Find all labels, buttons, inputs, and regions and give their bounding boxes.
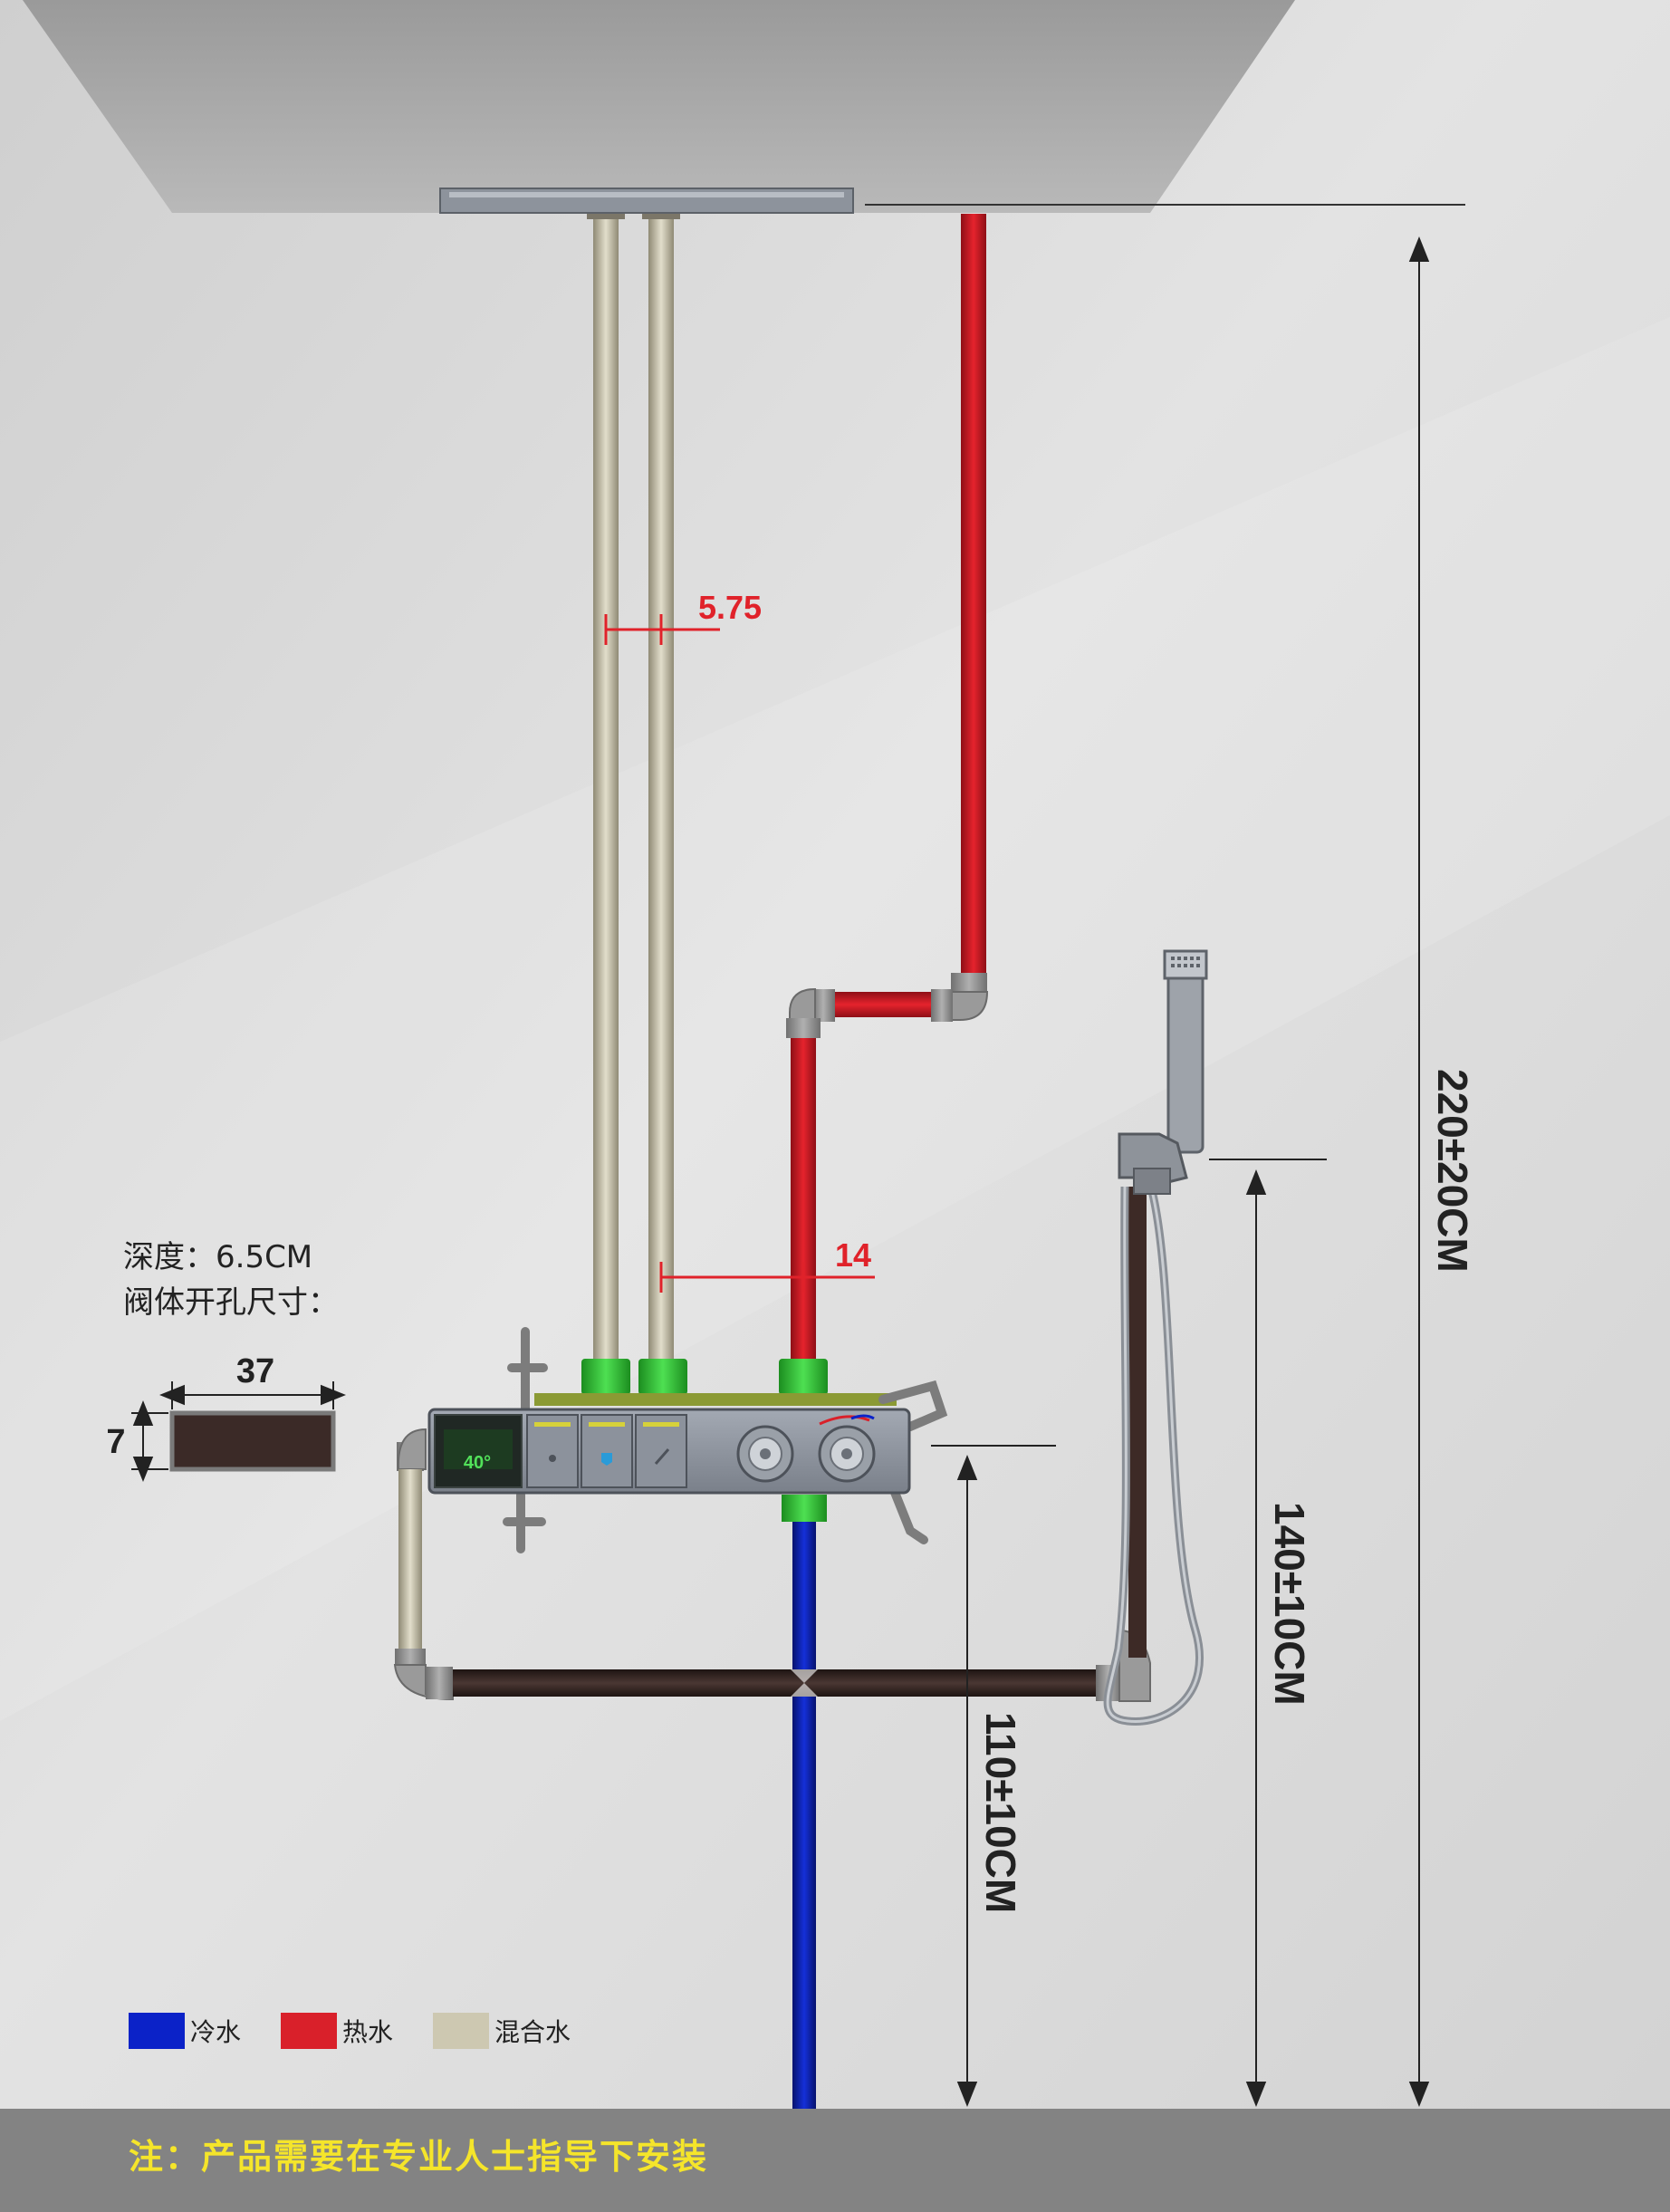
valve-mount-bar bbox=[534, 1393, 897, 1406]
legend-item-cold: 冷水 bbox=[129, 2013, 241, 2049]
install-note: 注：产品需要在专业人士指导下安装 bbox=[129, 2137, 709, 2177]
cold-water-pipe bbox=[782, 1495, 827, 2111]
mixed-pipe-1 bbox=[593, 214, 619, 1364]
legend-swatch-cold bbox=[129, 2013, 185, 2049]
legend-swatch-mixed bbox=[433, 2013, 490, 2049]
dimension-valve-height-label: 110±10CM bbox=[977, 1712, 1024, 1913]
mount-bracket-left bbox=[503, 1327, 548, 1553]
legend-swatch-hot bbox=[281, 2013, 338, 2049]
legend-label-mixed: 混合水 bbox=[494, 2017, 571, 2047]
legend-label-cold: 冷水 bbox=[190, 2017, 242, 2047]
cutout-width-label: 37 bbox=[236, 1352, 274, 1390]
dimension-hot-offset-label: 14 bbox=[835, 1236, 871, 1274]
hand-shower-hose bbox=[1103, 1176, 1204, 1726]
legend: 冷水 热水 混合水 bbox=[129, 2011, 610, 2051]
thermostatic-valve: 40° bbox=[427, 1327, 948, 1553]
hand-shower-icon bbox=[1118, 949, 1208, 1195]
mixed-loop-pipe bbox=[393, 1428, 454, 1701]
dimension-hot-offset bbox=[659, 1262, 875, 1293]
temperature-display: 40° bbox=[464, 1453, 491, 1473]
dimension-handset-height-label: 140±10CM bbox=[1266, 1502, 1313, 1706]
legend-label-hot: 热水 bbox=[342, 2017, 394, 2047]
hot-water-pipe bbox=[786, 214, 989, 1363]
button-spout[interactable] bbox=[581, 1414, 633, 1488]
hot-fitting bbox=[779, 1359, 828, 1395]
mixed-fitting-1 bbox=[581, 1359, 630, 1395]
thermostat-knob-icon[interactable] bbox=[818, 1414, 876, 1483]
button-hand-shower[interactable] bbox=[526, 1414, 579, 1488]
flow-knob-icon[interactable] bbox=[736, 1425, 794, 1483]
handset-supply-pipe bbox=[426, 1629, 1151, 1702]
button-overhead[interactable] bbox=[635, 1414, 687, 1488]
footer-bar bbox=[0, 2109, 1670, 2212]
dimension-total-height-label: 220±20CM bbox=[1429, 1069, 1476, 1273]
ceiling bbox=[23, 0, 1295, 213]
cutout-drawing bbox=[131, 1381, 346, 1482]
dimension-pipe-spacing-label: 5.75 bbox=[698, 589, 762, 626]
mixed-pipe-2 bbox=[648, 214, 674, 1364]
dimension-pipe-spacing bbox=[604, 614, 720, 645]
legend-item-hot: 热水 bbox=[281, 2013, 393, 2049]
cutout-height-label: 7 bbox=[106, 1423, 125, 1461]
depth-label: 深度：6.5CM bbox=[123, 1239, 313, 1275]
legend-item-mixed: 混合水 bbox=[433, 2013, 571, 2049]
cutout-size-label: 阀体开孔尺寸： bbox=[123, 1284, 339, 1321]
mixed-fitting-2 bbox=[638, 1359, 687, 1395]
mount-bracket-right bbox=[878, 1380, 948, 1544]
shower-head-icon bbox=[439, 188, 854, 214]
